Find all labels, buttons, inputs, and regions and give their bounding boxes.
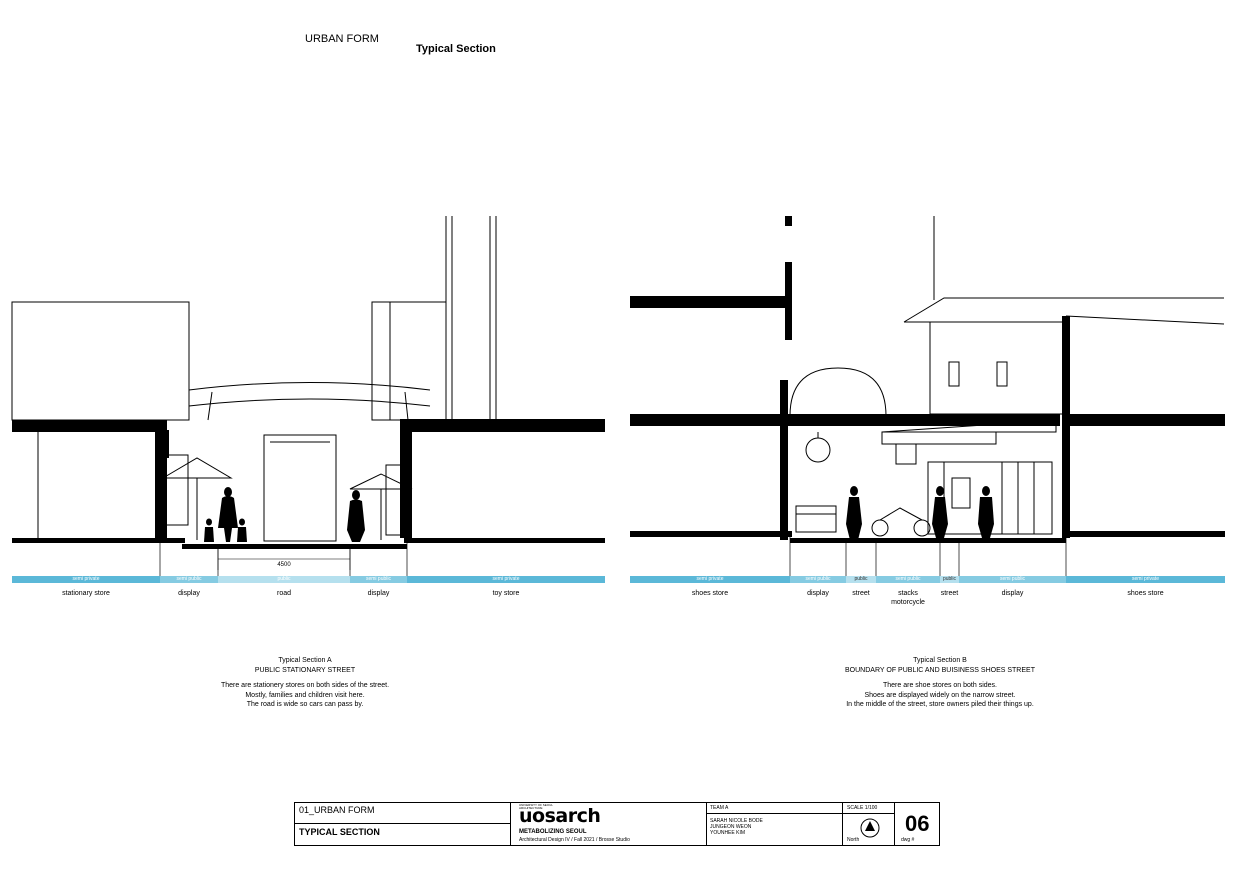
course-info: Architectural Design IV / Fall 2021 / Br… xyxy=(519,837,630,843)
north-arrow-icon xyxy=(860,818,880,838)
zone-band: semi private xyxy=(407,576,605,583)
zone-label: stacks motorcycle xyxy=(891,590,925,606)
caption-title: Typical Section A xyxy=(278,657,332,664)
zone-band: semi public xyxy=(790,576,846,583)
zone-label: shoes store xyxy=(1127,590,1164,597)
page-title: Typical Section xyxy=(416,43,496,55)
logo: uosarch xyxy=(519,805,601,827)
zone-label: stationary store xyxy=(62,590,110,597)
sheet-group: 01_URBAN FORM xyxy=(295,803,511,824)
caption-title: Typical Section B xyxy=(913,657,967,664)
zone-band: semi private xyxy=(630,576,790,583)
logo-subtext: UNIVERSITY OF SEOUL ARCHITECTURE xyxy=(519,803,553,810)
zone-band: semi public xyxy=(350,576,407,583)
zone-label: display xyxy=(1001,590,1024,597)
sheet-section-label: URBAN FORM xyxy=(305,33,379,45)
zone-label: display xyxy=(178,590,200,597)
zone-band: semi private xyxy=(12,576,160,583)
zone-label: shoes store xyxy=(691,590,729,597)
zone-label: toy store xyxy=(492,590,520,597)
section-a-caption: Typical Section A PUBLIC STATIONARY STRE… xyxy=(180,656,430,710)
caption-subtitle: BOUNDARY OF PUBLIC AND BUISINESS SHOES S… xyxy=(845,666,1035,674)
project-name: METABOLIZING SEOUL xyxy=(519,829,587,835)
caption-line: There are stationery stores on both side… xyxy=(220,682,390,689)
zone-label: road xyxy=(276,590,291,597)
logo-cell: UNIVERSITY OF SEOUL ARCHITECTURE uosarch… xyxy=(511,803,707,845)
scale-label: SCALE 1/100 xyxy=(847,805,878,811)
caption-line: The road is wide so cars can pass by. xyxy=(246,701,364,708)
zone-band: semi public xyxy=(160,576,218,583)
team-member: SARAH NICOLE BODE xyxy=(710,818,763,824)
dwg-cell: 06 dwg # xyxy=(895,803,939,845)
caption-line: Mostly, families and children visit here… xyxy=(245,691,365,699)
section-b-caption: Typical Section B BOUNDARY OF PUBLIC AND… xyxy=(800,656,1080,710)
scale-cell: SCALE 1/100 North xyxy=(843,803,895,845)
zone-band: public xyxy=(846,576,876,583)
team-cell: TEAM A SARAH NICOLE BODE JUNGEON WEON YO… xyxy=(707,803,843,845)
section-a-dimension: 4500 xyxy=(277,562,291,568)
dwg-number: 06 xyxy=(905,811,930,836)
dwg-label: dwg # xyxy=(901,837,915,843)
zone-label: display xyxy=(367,590,390,597)
zone-band: semi public xyxy=(959,576,1066,583)
north-label: North xyxy=(847,837,860,843)
zone-band: public xyxy=(940,576,959,583)
zone-band: semi public xyxy=(876,576,940,583)
zone-label: display xyxy=(807,590,829,597)
zone-band: semi private xyxy=(1066,576,1225,583)
caption-subtitle: PUBLIC STATIONARY STREET xyxy=(254,666,356,674)
caption-line: Shoes are displayed widely on the narrow… xyxy=(864,691,1016,699)
zone-band: public xyxy=(218,576,350,583)
team-name: TEAM A xyxy=(710,805,729,811)
team-member: JUNGEON WEON xyxy=(710,824,752,830)
caption-line: There are shoe stores on both sides. xyxy=(882,682,997,689)
title-block: 01_URBAN FORM TYPICAL SECTION UNIVERSITY… xyxy=(294,802,940,846)
team-member: YOUNHEE KIM xyxy=(710,830,746,836)
zone-label: street xyxy=(852,590,870,597)
zone-label: street xyxy=(940,590,959,597)
sheet-title: TYPICAL SECTION xyxy=(295,824,511,846)
caption-line: In the middle of the street, store owner… xyxy=(846,701,1034,708)
